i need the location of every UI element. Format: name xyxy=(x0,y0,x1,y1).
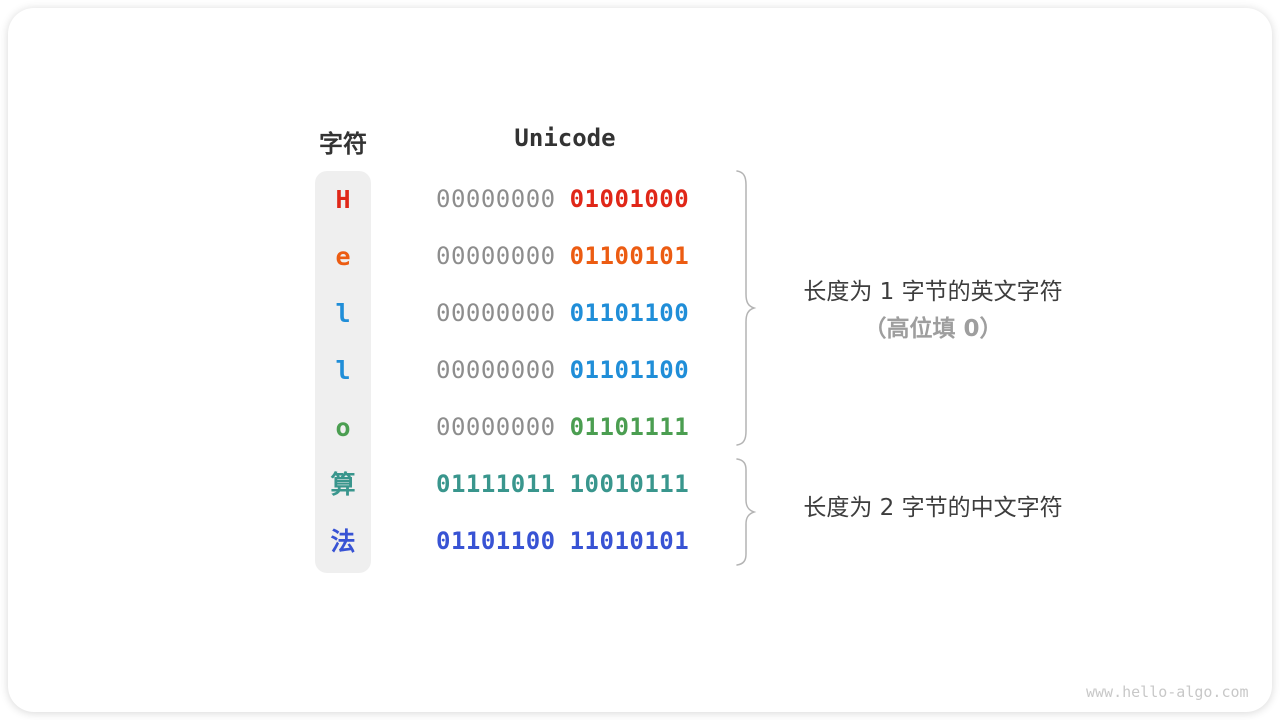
brace-english-group xyxy=(736,170,757,446)
unicode-byte-low: 10010111 xyxy=(569,470,690,498)
table-row: 算 01111011 10010111 xyxy=(8,456,1280,513)
unicode-bytes: 01101100 11010101 xyxy=(436,513,689,570)
diagram-card: 字符 Unicode H 00000000 01001000 e 00000000… xyxy=(8,8,1272,712)
unicode-table: H 00000000 01001000 e 00000000 01100101 l … xyxy=(8,171,1280,570)
unicode-byte-low: 01100101 xyxy=(569,242,690,270)
unicode-byte-high: 00000000 xyxy=(436,299,556,327)
unicode-bytes: 00000000 01101100 xyxy=(436,285,689,342)
unicode-byte-low: 11010101 xyxy=(569,527,690,555)
annotation-english-line1: 长度为 1 字节的英文字符 xyxy=(803,279,1063,305)
unicode-byte-low: 01001000 xyxy=(569,185,690,213)
char-cell: o xyxy=(335,413,351,442)
unicode-bytes: 00000000 01101111 xyxy=(436,399,689,456)
unicode-bytes: 00000000 01001000 xyxy=(436,171,689,228)
unicode-bytes: 00000000 01100101 xyxy=(436,228,689,285)
unicode-byte-low: 01101111 xyxy=(569,413,690,441)
char-cell: 算 xyxy=(330,470,356,499)
column-header-char: 字符 xyxy=(319,130,367,158)
unicode-byte-high: 00000000 xyxy=(436,356,556,384)
unicode-byte-high: 00000000 xyxy=(436,413,556,441)
grouping-braces xyxy=(736,170,757,566)
watermark: www.hello-algo.com xyxy=(1086,683,1249,701)
char-cell: l xyxy=(335,356,351,385)
char-cell: e xyxy=(335,242,351,271)
unicode-byte-high: 00000000 xyxy=(436,242,556,270)
unicode-byte-high: 01101100 xyxy=(436,527,556,555)
table-row: l 00000000 01101100 xyxy=(8,285,1280,342)
char-cell: 法 xyxy=(330,527,356,556)
brace-chinese-group xyxy=(736,458,757,566)
table-row: o 00000000 01101111 xyxy=(8,399,1280,456)
table-row: l 00000000 01101100 xyxy=(8,342,1280,399)
unicode-byte-low: 01101100 xyxy=(569,299,690,327)
unicode-byte-high: 00000000 xyxy=(436,185,556,213)
annotation-chinese-line1: 长度为 2 字节的中文字符 xyxy=(803,495,1063,521)
unicode-byte-high: 01111011 xyxy=(436,470,556,498)
table-row: H 00000000 01001000 xyxy=(8,171,1280,228)
annotation-english-group: 长度为 1 字节的英文字符 （高位填 0） xyxy=(763,274,1103,348)
char-cell: l xyxy=(335,299,351,328)
unicode-bytes: 00000000 01101100 xyxy=(436,342,689,399)
annotation-english-line2: （高位填 0） xyxy=(863,316,1003,342)
unicode-bytes: 01111011 10010111 xyxy=(436,456,689,513)
table-row: e 00000000 01100101 xyxy=(8,228,1280,285)
char-cell: H xyxy=(335,185,351,214)
table-row: 法 01101100 11010101 xyxy=(8,513,1280,570)
unicode-byte-low: 01101100 xyxy=(569,356,690,384)
char-column-background xyxy=(315,171,371,573)
column-header-unicode: Unicode xyxy=(514,124,616,152)
annotation-chinese-group: 长度为 2 字节的中文字符 xyxy=(763,494,1103,522)
